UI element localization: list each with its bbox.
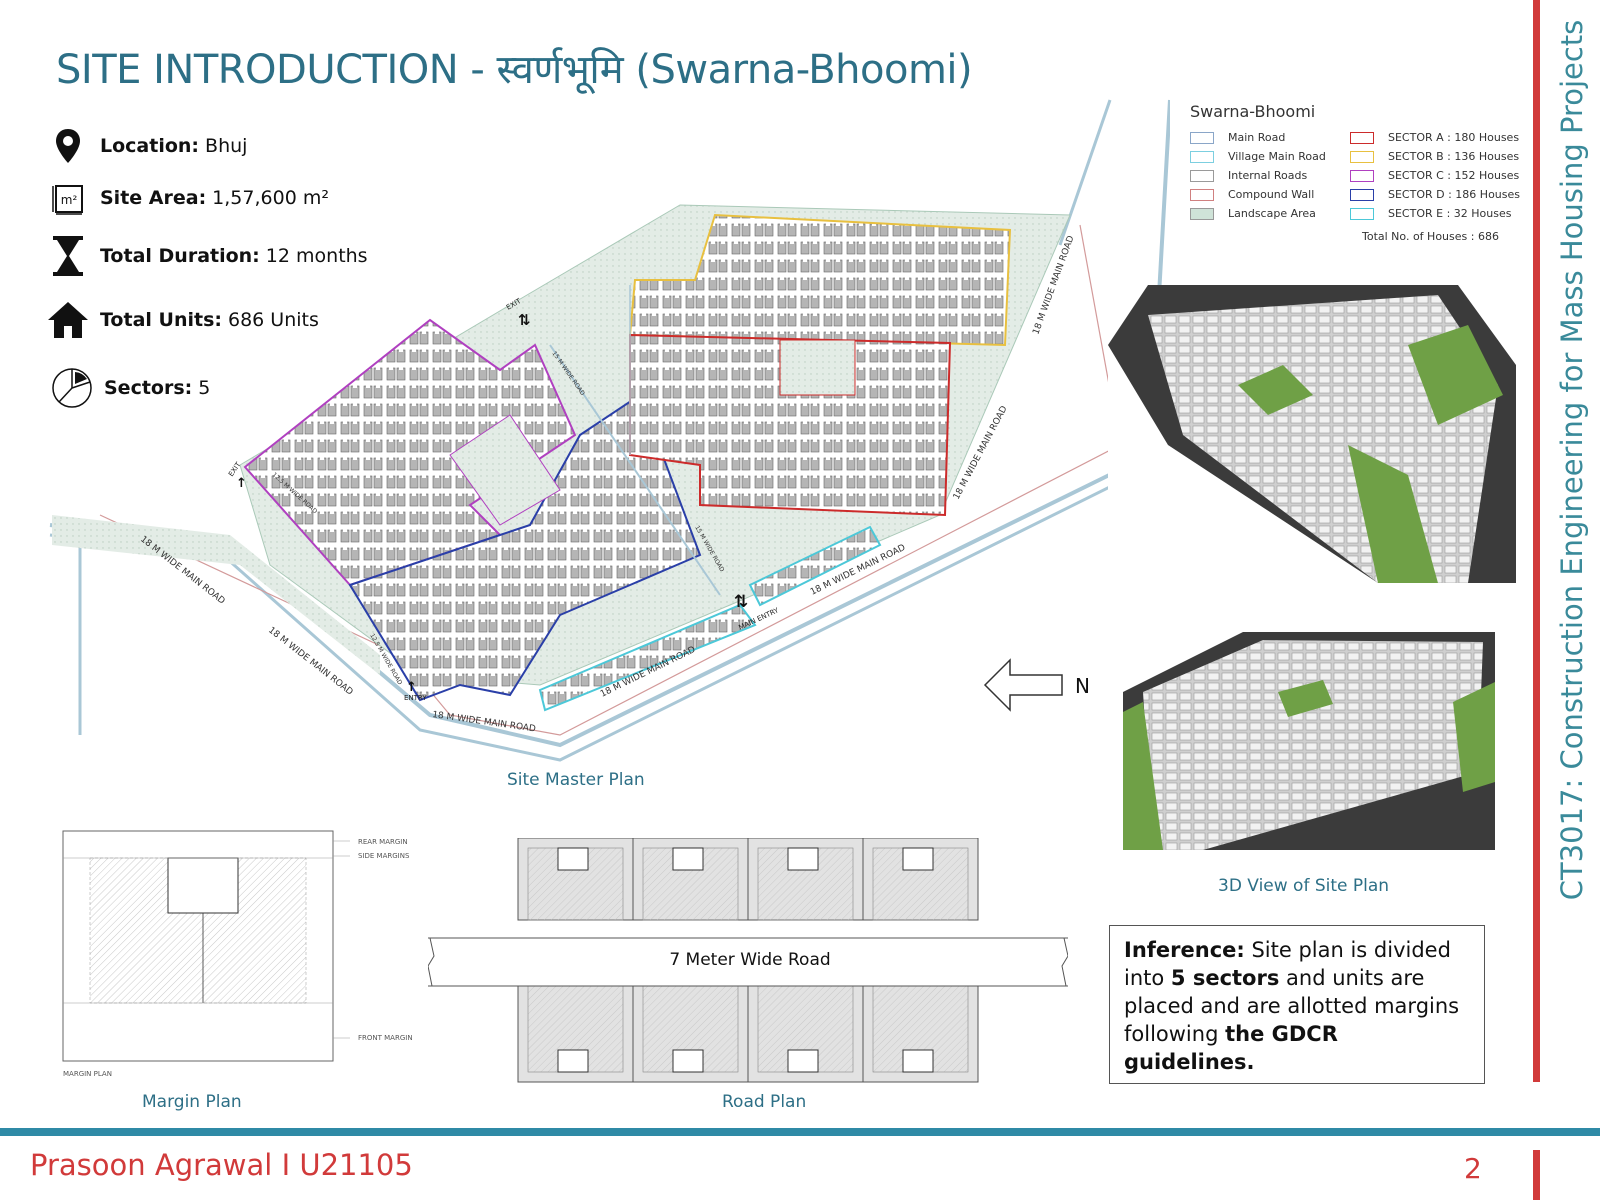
location-pin-icon	[44, 124, 92, 168]
3d-view-bottom	[1123, 632, 1495, 850]
legend-item: Internal Roads	[1190, 169, 1350, 182]
page-number: 2	[1464, 1152, 1482, 1185]
swatch-sector-c	[1350, 169, 1374, 182]
legend-title: Swarna-Bhoomi	[1190, 102, 1316, 121]
fact-duration: Total Duration: 12 months	[44, 234, 368, 278]
legend-item: Main Road	[1190, 131, 1350, 144]
margin-plan: REAR MARGIN SIDE MARGINS FRONT MARGIN MA…	[62, 830, 413, 1078]
inference-lead: Inference:	[1124, 938, 1245, 962]
entry-label: ENTRY	[404, 694, 427, 702]
swatch-sector-e	[1350, 207, 1374, 220]
arrow-updown-icon: ⇅	[518, 311, 531, 329]
side-margins-label: SIDE MARGINS	[358, 852, 410, 860]
arrow-updown-icon: ⇅	[734, 592, 748, 612]
fact-site-area: m² Site Area: 1,57,600 m²	[44, 176, 329, 220]
fact-label: Sectors:	[104, 377, 193, 399]
road-width-label: 7 Meter Wide Road	[669, 950, 831, 970]
road-plan	[428, 838, 1068, 1083]
inference-bold: the GDCR guidelines.	[1124, 1022, 1338, 1074]
fact-value: 12 months	[265, 245, 368, 267]
site-master-plan: 18 M WIDE MAIN ROAD 18 M WIDE MAIN ROAD …	[49, 99, 1170, 762]
accent-bar-right	[1533, 0, 1540, 1082]
fact-sectors: Sectors: 5	[48, 366, 210, 410]
caption-master-plan: Site Master Plan	[507, 770, 645, 790]
fact-label: Site Area:	[100, 187, 207, 209]
house-icon	[44, 298, 92, 342]
north-arrow-icon	[983, 658, 1063, 712]
legend-item: Compound Wall	[1190, 188, 1350, 201]
swatch-sector-b	[1350, 150, 1374, 163]
north-label: N	[1075, 674, 1090, 698]
pie-chart-icon	[48, 366, 96, 410]
caption-margin-plan: Margin Plan	[142, 1092, 242, 1112]
map-legend: Swarna-Bhoomi Main Road SECTOR A : 180 H…	[1190, 102, 1520, 272]
swatch-internal-roads	[1190, 169, 1214, 182]
caption-road-plan: Road Plan	[722, 1092, 807, 1112]
rear-margin-label: REAR MARGIN	[358, 838, 408, 846]
swatch-compound-wall	[1190, 188, 1214, 201]
inference-text: and units are placed and are allotted ma…	[1124, 966, 1460, 1046]
fact-label: Total Duration:	[100, 245, 260, 267]
swatch-main-road	[1190, 131, 1214, 144]
3d-view-top	[1108, 285, 1516, 583]
front-margin-label: FRONT MARGIN	[358, 1034, 413, 1042]
course-title: CT3017: Construction Engineering for Mas…	[1555, 19, 1589, 901]
fact-label: Location:	[100, 135, 200, 157]
road-label: 18 M WIDE MAIN ROAD	[432, 710, 537, 734]
arrow-up-icon: ↑	[406, 680, 417, 695]
legend-total: Total No. of Houses : 686	[1362, 230, 1499, 243]
inference-text: Site plan is divided into	[1124, 938, 1451, 990]
course-title-vertical: CT3017: Construction Engineering for Mas…	[1542, 10, 1600, 910]
inference-box: Inference: Site plan is divided into 5 s…	[1109, 925, 1485, 1084]
fact-value: 5	[198, 377, 211, 399]
legend-item: Village Main Road	[1190, 150, 1350, 163]
fact-location: Location: Bhuj	[44, 124, 247, 168]
legend-item: SECTOR D : 186 Houses	[1350, 188, 1520, 201]
fact-label: Total Units:	[100, 309, 222, 331]
fact-units: Total Units: 686 Units	[44, 298, 319, 342]
legend-item: SECTOR E : 32 Houses	[1350, 207, 1520, 220]
area-m2-icon: m²	[44, 176, 92, 220]
fact-value: Bhuj	[205, 135, 248, 157]
swatch-village-road	[1190, 150, 1214, 163]
author-name: Prasoon Agrawal I U21105	[30, 1148, 413, 1182]
page-title: SITE INTRODUCTION - स्वर्णभूमि (Swarna-B…	[56, 47, 973, 93]
swatch-landscape	[1190, 207, 1214, 220]
margin-plan-label: MARGIN PLAN	[63, 1070, 112, 1078]
legend-item: SECTOR A : 180 Houses	[1350, 131, 1520, 144]
swatch-sector-a	[1350, 131, 1374, 144]
arrow-up-icon: ↑	[236, 476, 247, 491]
svg-text:m²: m²	[61, 193, 78, 207]
legend-item: SECTOR C : 152 Houses	[1350, 169, 1520, 182]
fact-value: 1,57,600 m²	[212, 187, 329, 209]
legend-item: Landscape Area	[1190, 207, 1350, 220]
swatch-sector-d	[1350, 188, 1374, 201]
legend-item: SECTOR B : 136 Houses	[1350, 150, 1520, 163]
inference-bold: 5 sectors	[1170, 966, 1280, 990]
fact-value: 686 Units	[227, 309, 319, 331]
footer-divider	[0, 1128, 1600, 1136]
caption-3d-view: 3D View of Site Plan	[1218, 876, 1390, 896]
accent-bar-footer	[1533, 1150, 1540, 1200]
hourglass-icon	[44, 234, 92, 278]
